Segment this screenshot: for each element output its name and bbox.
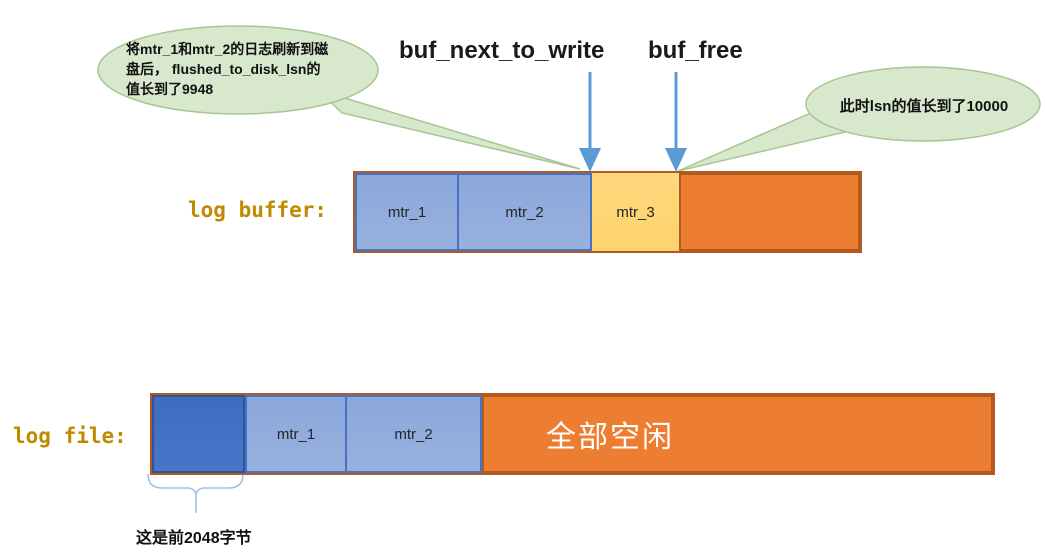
left-callout-line: 盘后， flushed_to_disk_lsn的 <box>126 61 321 77</box>
buf-next-to-write-arrowhead-icon <box>579 148 601 172</box>
log-file-segment-mtr2: mtr_2 <box>347 395 482 473</box>
first-2048-bytes-bracket <box>147 473 244 513</box>
log-file-segment-header-block <box>152 395 245 473</box>
log-file-segment-free: 全部空闲 <box>482 395 993 473</box>
left-callout-bubble <box>97 25 379 115</box>
log-file-bar: mtr_1 mtr_2 全部空闲 <box>150 393 995 475</box>
first-2048-bytes-caption: 这是前2048字节 <box>136 530 252 547</box>
right-callout-text: 此时lsn的值长到了10000 <box>839 98 1009 115</box>
log-buffer-segment-mtr1: mtr_1 <box>355 173 459 251</box>
log-buffer-title: log buffer: <box>188 198 328 222</box>
left-callout-text: 将mtr_1和mtr_2的日志刷新到磁 盘后， flushed_to_disk_… <box>126 39 372 99</box>
log-buffer-segment-mtr3: mtr_3 <box>592 173 679 251</box>
log-file-title: log file: <box>13 424 127 448</box>
log-buffer-bar: mtr_1 mtr_2 mtr_3 <box>353 171 862 253</box>
log-file-segment-mtr1: mtr_1 <box>245 395 347 473</box>
left-callout-line: 值长到了9948 <box>126 81 214 97</box>
left-callout-tail <box>317 89 581 170</box>
right-callout-bubble <box>805 66 1041 142</box>
buf-next-to-write-label: buf_next_to_write <box>399 37 605 64</box>
log-buffer-segment-mtr2: mtr_2 <box>459 173 592 251</box>
log-buffer-segment-free <box>679 173 860 251</box>
buf-free-arrowhead-icon <box>665 148 687 172</box>
left-callout-line: 将mtr_1和mtr_2的日志刷新到磁 <box>126 41 329 57</box>
buf-free-label: buf_free <box>648 37 743 64</box>
